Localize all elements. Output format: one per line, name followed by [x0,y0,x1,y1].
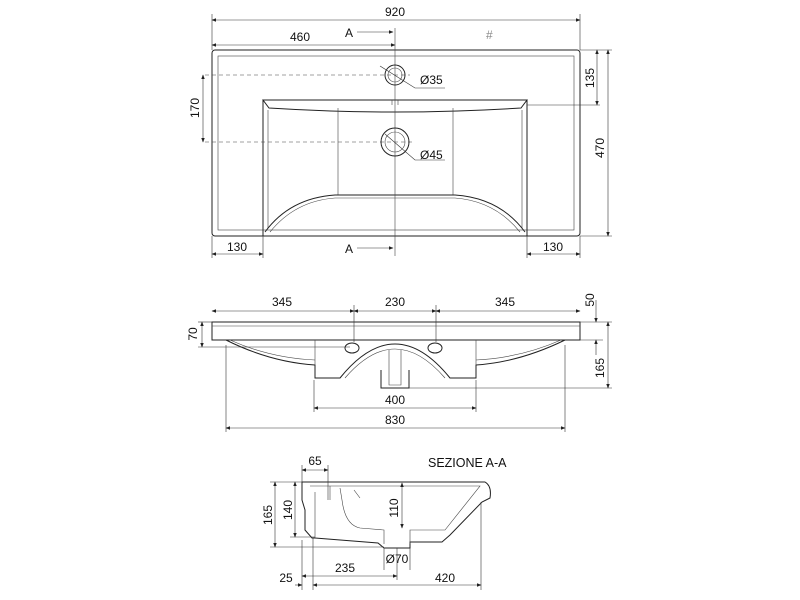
front-hole-left [344,342,360,354]
front-drain [380,370,410,389]
front-rim [211,321,581,341]
dim-470: 470 [593,138,607,158]
dim-110: 110 [387,498,401,517]
dim-920: 920 [385,5,405,19]
dim-400: 400 [385,393,405,407]
dim-170: 170 [188,98,202,118]
dim-135: 135 [583,68,597,88]
dim-70: 70 [186,327,200,341]
section-title: SEZIONE A-A [428,456,507,470]
section-outline [301,481,491,549]
dim-65: 65 [308,454,322,468]
front-view: 345 230 345 50 70 165 400 830 [186,293,612,432]
dim-460: 460 [290,30,310,44]
dim-50: 50 [583,293,597,307]
inner-rim [217,55,575,231]
basin-walls [262,100,528,236]
dim-25: 25 [279,571,293,585]
dim-165-front: 165 [593,358,607,378]
drain-hole [380,127,410,157]
dim-235: 235 [335,561,355,575]
front-bowl-outline [225,339,566,379]
basin-top-edge [262,99,528,113]
dim-420: 420 [435,571,455,585]
drain-hole-label: Ø45 [420,148,443,162]
outer-outline [211,49,581,237]
hash-mark: # [486,28,493,42]
tap-hole [384,64,406,86]
dim-165-section: 165 [261,505,275,525]
dim-230: 230 [385,295,405,309]
dim-345-left: 345 [272,295,292,309]
section-mark-top: A [345,26,353,40]
section-mark-bottom: A [345,242,353,256]
top-view: Ø35 Ø45 920 460 A # A 135 470 170 130 13… [188,5,612,258]
section-view: SEZIONE A-A 65 165 140 110 Ø70 235 25 42… [261,454,507,590]
tap-hole-label: Ø35 [420,73,443,87]
dim-130-left: 130 [227,240,247,254]
dim-140: 140 [281,500,295,520]
dim-830: 830 [385,413,405,427]
dim-130-right: 130 [543,240,563,254]
front-hole-right [427,342,443,354]
dim-345-right: 345 [495,295,515,309]
